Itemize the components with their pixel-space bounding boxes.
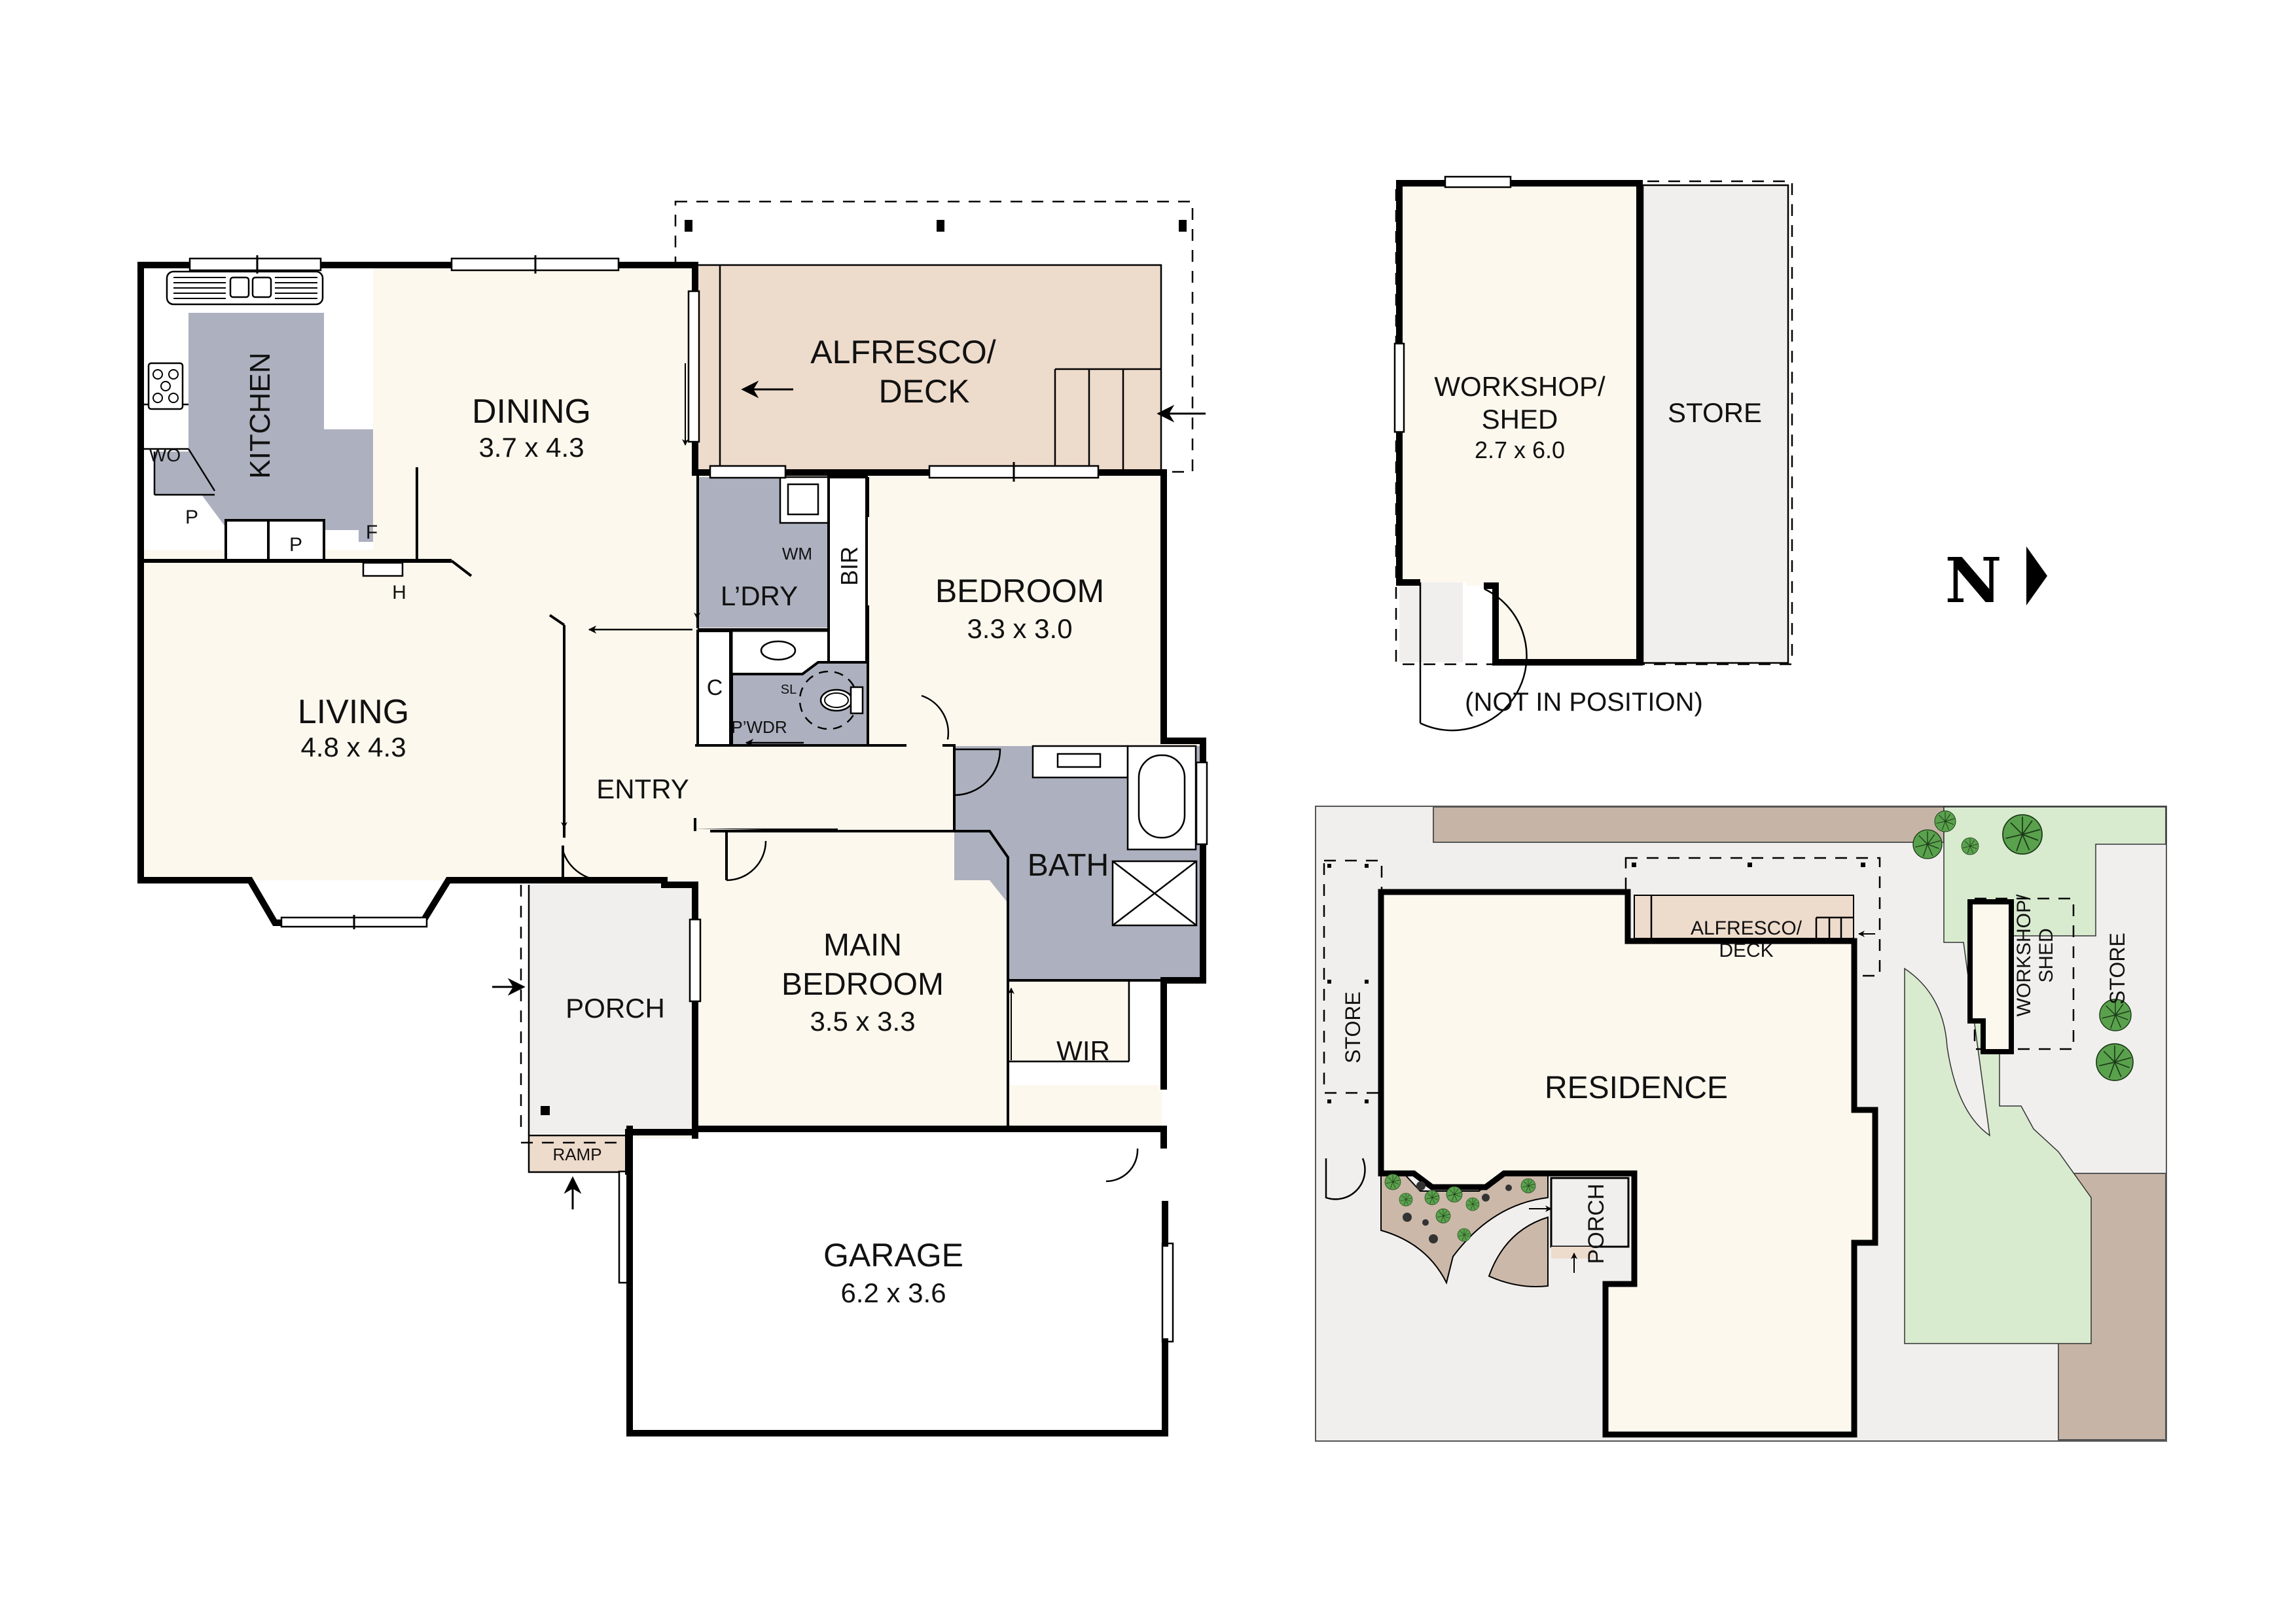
main-floor-plan [137, 200, 1208, 1436]
shed-label: SHED [1482, 404, 1558, 435]
room-label-porch: PORCH [565, 993, 665, 1024]
site-store-left-label: STORE [1341, 991, 1365, 1063]
room-size-dining: 3.7 x 4.3 [478, 432, 584, 463]
store-label: STORE [1668, 397, 1762, 428]
site-porch-label: PORCH [1584, 1184, 1609, 1264]
fixture-pantry-corner: P [185, 507, 198, 528]
main-plan-labels: KITCHEN DINING 3.7 x 4.3 LIVING 4.8 x 4.… [149, 334, 1110, 1308]
fixture-hotplate: H [392, 582, 406, 603]
room-label-main: MAIN [823, 928, 902, 963]
workshop-label: WORKSHOP/ [1434, 371, 1605, 402]
fixture-washing-machine: WM [782, 544, 812, 563]
fixture-pantry: P [289, 534, 302, 556]
site-workshop-label: WORKSHOP/ [2013, 894, 2035, 1016]
room-label-wir: WIR [1056, 1035, 1110, 1066]
room-label-deck: DECK [879, 373, 970, 410]
room-label-dining: DINING [472, 393, 591, 431]
site-deck-label: DECK [1719, 940, 1773, 961]
site-store-right-label: STORE [2106, 933, 2129, 1005]
cooktop-icon [147, 362, 184, 410]
not-in-position-note: (NOT IN POSITION) [1465, 688, 1703, 717]
room-size-garage: 6.2 x 3.6 [840, 1277, 946, 1308]
site-shed-label: SHED [2036, 928, 2057, 982]
workshop-size: 2.7 x 6.0 [1475, 437, 1565, 463]
fixture-cupboard: C [707, 675, 723, 700]
room-label-kitchen: KITCHEN [244, 352, 276, 478]
north-label: N [1945, 544, 2002, 617]
site-residence-label: RESIDENCE [1545, 1071, 1728, 1105]
fixture-fridge: F [366, 522, 378, 543]
fixture-powder-room: P’WDR [731, 717, 787, 737]
room-label-bath: BATH [1028, 848, 1109, 883]
room-label-main-bedroom: BEDROOM [781, 967, 944, 1002]
room-label-living: LIVING [298, 693, 410, 731]
fixture-sliding-door: SL [781, 683, 797, 697]
room-label-laundry: L’DRY [721, 580, 798, 611]
site-alfresco-label: ALFRESCO/ [1691, 918, 1803, 939]
room-label-entry: ENTRY [596, 774, 689, 804]
fixture-wall-oven: WO [149, 445, 181, 465]
workshop-shed-plan: WORKSHOP/ SHED 2.7 x 6.0 STORE (NOT IN P… [1393, 175, 1793, 732]
room-size-main-bedroom: 3.5 x 3.3 [810, 1006, 915, 1037]
north-arrow-icon [2026, 546, 2047, 605]
room-label-garage: GARAGE [823, 1237, 963, 1274]
room-size-bedroom: 3.3 x 3.0 [967, 613, 1072, 644]
site-plan: RESIDENCE ALFRESCO/ DECK PORCH STORE WOR… [1315, 806, 2167, 1442]
fixture-bir: BIR [836, 546, 863, 586]
room-label-bedroom: BEDROOM [935, 573, 1104, 609]
north-compass: N [1945, 544, 2047, 617]
room-size-living: 4.8 x 4.3 [300, 732, 406, 762]
room-label-ramp: RAMP [552, 1145, 601, 1164]
room-label-alfresco: ALFRESCO/ [810, 334, 996, 370]
